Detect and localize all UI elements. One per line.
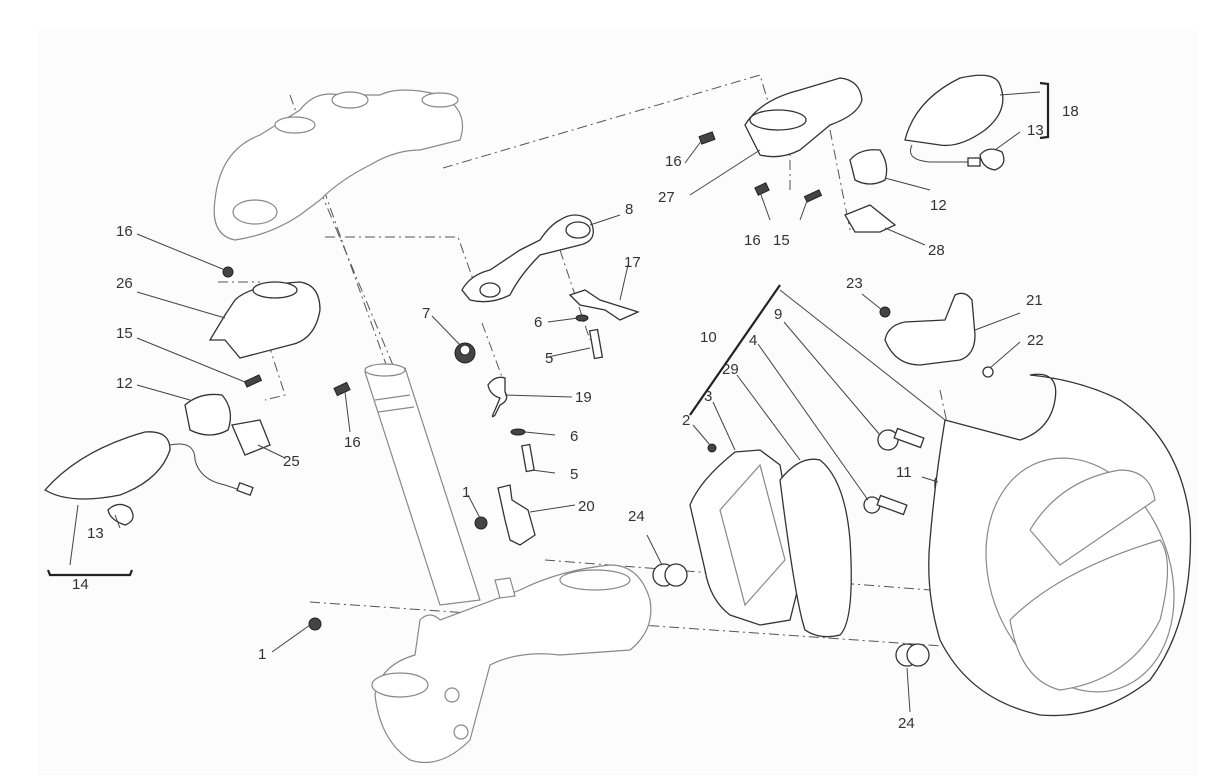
right-bolt-16d	[754, 182, 770, 196]
callout-1: 1	[462, 484, 470, 501]
callout-2: 2	[682, 412, 690, 429]
headlight-housing	[895, 373, 1192, 717]
callout-24: 24	[898, 715, 915, 732]
callout-7: 7	[422, 305, 430, 322]
right-bolt-15b	[803, 189, 823, 203]
wire-clip-19	[487, 376, 508, 418]
right-indicator-lens-18	[904, 74, 1004, 147]
callout-6: 6	[534, 314, 542, 331]
left-turn-indicator-assembly	[43, 266, 351, 526]
callout-9: 9	[774, 306, 782, 323]
nut-1b	[308, 617, 322, 631]
callout-10: 10	[700, 329, 717, 346]
callout-3: 3	[704, 388, 712, 405]
right-bolt-16c	[698, 131, 716, 145]
callout-8: 8	[625, 201, 633, 218]
callout-11: 11	[896, 464, 912, 481]
callout-20: 20	[578, 498, 595, 515]
callout-12: 12	[116, 375, 133, 392]
callout-19: 19	[575, 389, 592, 406]
right-bracket-28	[844, 204, 897, 233]
center-bracket-components	[454, 214, 640, 546]
bracket-20	[497, 484, 536, 546]
callout-16: 16	[344, 434, 361, 451]
headlight-internal-components	[689, 292, 994, 638]
steering-stem-tube	[364, 363, 481, 606]
callout-16: 16	[744, 232, 761, 249]
callout-23: 23	[846, 275, 863, 292]
left-indicator-lens-14	[43, 431, 171, 500]
upper-triple-clamp	[213, 89, 464, 241]
callout-13: 13	[87, 525, 104, 542]
callout-16: 16	[116, 223, 133, 240]
callout-25: 25	[283, 453, 300, 470]
callout-13: 13	[1027, 122, 1044, 139]
right-turn-indicator-assembly	[698, 74, 1005, 233]
nut-1a	[474, 516, 488, 530]
bracket-8	[461, 214, 594, 303]
callout-27: 27	[658, 189, 675, 206]
washer-22	[982, 366, 994, 378]
callout-12: 12	[930, 197, 947, 214]
callout-4: 4	[749, 332, 757, 349]
screw-2	[707, 443, 717, 453]
callout-29: 29	[722, 361, 739, 378]
lower-triple-clamp	[371, 564, 652, 764]
callout-1: 1	[258, 646, 266, 663]
left-bolt-16a	[222, 266, 234, 278]
callout-28: 28	[928, 242, 945, 259]
callout-16: 16	[665, 153, 682, 170]
callout-15: 15	[116, 325, 133, 342]
callout-17: 17	[624, 254, 641, 271]
left-bolt-16b	[333, 381, 351, 397]
washer-6b	[510, 428, 526, 436]
callout-5: 5	[570, 466, 578, 483]
screw-5b	[521, 443, 535, 473]
callout-14: 14	[72, 576, 89, 593]
callout-5: 5	[545, 350, 553, 367]
left-bulb-13	[107, 503, 134, 526]
right-bulb-13	[979, 148, 1005, 171]
left-rubber-grommet-12	[184, 393, 232, 436]
callout-22: 22	[1027, 332, 1044, 349]
right-rubber-grommet-12	[849, 149, 888, 185]
gasket-29	[779, 458, 852, 638]
group-bracket-10	[689, 284, 781, 416]
spring-clip-17	[568, 289, 640, 321]
screw-23	[879, 306, 891, 318]
callout-26: 26	[116, 275, 133, 292]
headlight-bracket-21	[884, 292, 976, 366]
left-bolt-15a	[243, 374, 263, 388]
callout-leader-lines	[69, 91, 1041, 713]
bulb-socket-9	[877, 429, 899, 451]
callout-labels: 16 26 15 12 25 16 13 14 7 8 17 6 5 19 6 …	[72, 103, 1079, 732]
screw-5a	[588, 328, 604, 360]
callout-21: 21	[1026, 292, 1043, 309]
left-bracket-25	[231, 419, 271, 456]
callout-18: 18	[1062, 103, 1079, 120]
group-bracket-14	[46, 569, 134, 577]
group-bracket-18	[1039, 81, 1050, 140]
callout-6: 6	[570, 428, 578, 445]
callout-15: 15	[773, 232, 790, 249]
callout-24: 24	[628, 508, 645, 525]
